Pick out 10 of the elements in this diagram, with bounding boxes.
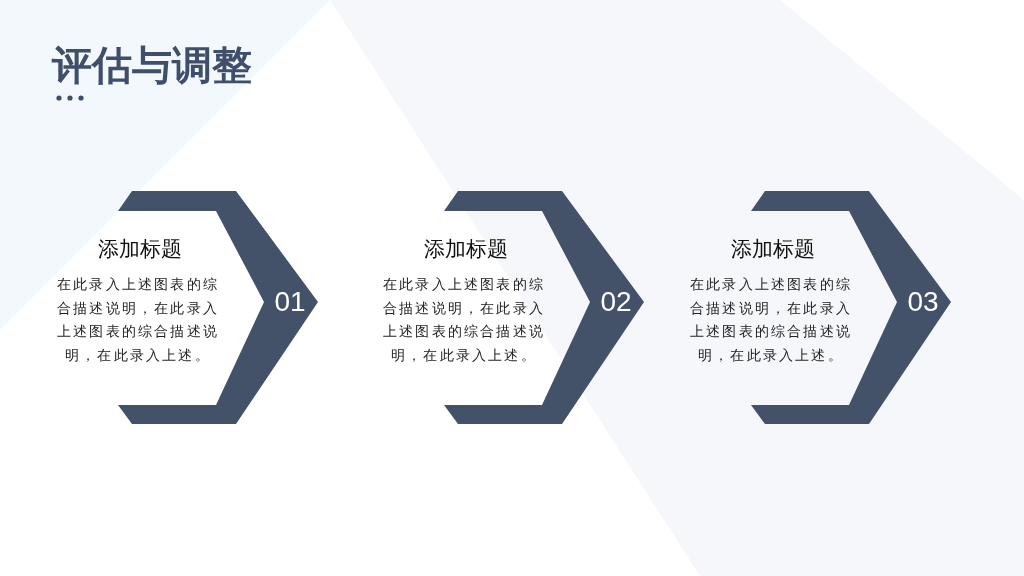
card-description: 在此录入上述图表的综合描述说明，在此录入上述图表的综合描述说明，在此录入上述。	[689, 275, 853, 365]
slide-title: 评估与调整	[52, 41, 252, 90]
card-heading: 添加标题	[423, 236, 509, 263]
card-heading: 添加标题	[97, 236, 183, 263]
step-number: 02	[599, 285, 633, 319]
card-heading: 添加标题	[730, 236, 816, 263]
card-description: 在此录入上述图表的综合描述说明，在此录入上述图表的综合描述说明，在此录入上述。	[56, 275, 220, 365]
step-number: 03	[906, 285, 940, 319]
card-description: 在此录入上述图表的综合描述说明，在此录入上述图表的综合描述说明，在此录入上述。	[382, 275, 546, 365]
step-number: 01	[273, 285, 307, 319]
